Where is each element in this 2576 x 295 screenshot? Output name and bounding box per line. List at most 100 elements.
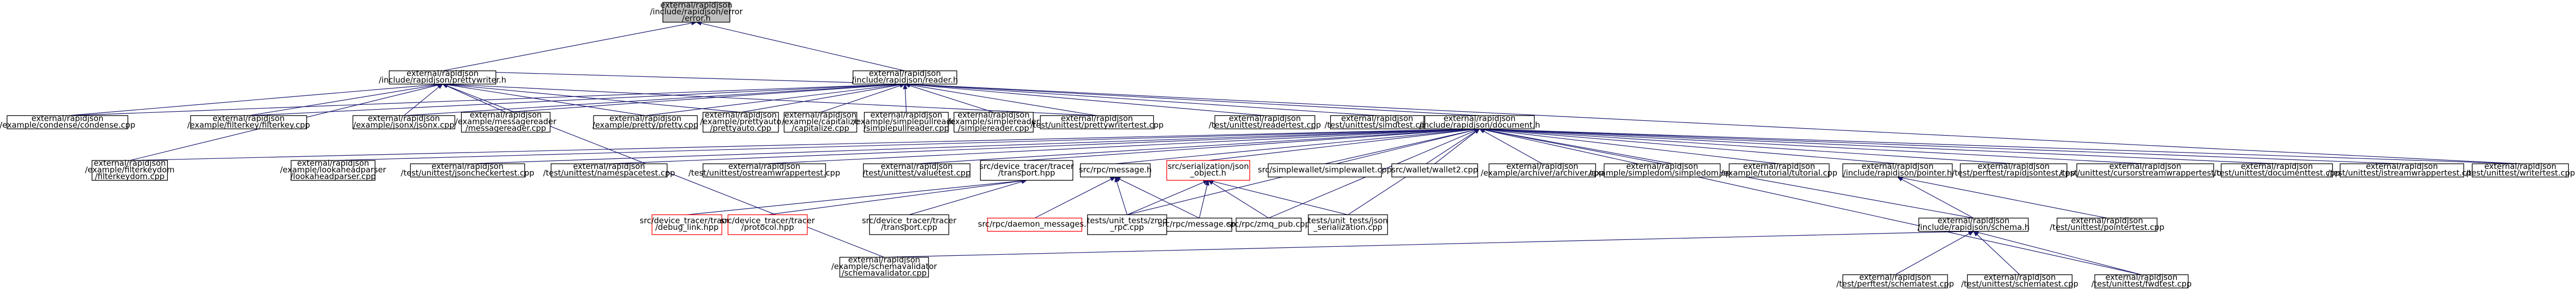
node-label-line: /messagereader.cpp <box>465 123 546 133</box>
node-label-line: external/rapidjson <box>2241 162 2313 171</box>
node-label-line: src/device_tracer/tracer <box>862 216 957 226</box>
node-box <box>864 112 949 133</box>
node-unit_schematest[interactable]: external/rapidjson/test/unittest/schemat… <box>1961 273 2078 289</box>
node-schema_h[interactable]: external/rapidjson/include/rapidjson/sch… <box>1917 216 2030 233</box>
node-debug_link[interactable]: src/device_tracer/tracer/debug_link.hpp <box>640 214 734 235</box>
node-box <box>1918 218 2029 232</box>
node-simplereader[interactable]: external/rapidjson/example/simplereader/… <box>948 110 1040 133</box>
node-prettyauto[interactable]: external/rapidjson/example/prettyauto/pr… <box>700 110 782 133</box>
node-reader[interactable]: external/rapidjson/include/rapidjson/rea… <box>852 69 958 85</box>
node-label-line: /test/unittest/prettywritertest.cpp <box>1030 120 1164 130</box>
edge-archiver-to-document <box>1479 128 1543 164</box>
node-label-line: /example/filterkey/filterkey.cpp <box>187 120 310 130</box>
node-fwdtest[interactable]: external/rapidjson/test/unittest/fwdtest… <box>2092 273 2192 289</box>
node-box <box>1080 163 1151 177</box>
node-simpledom[interactable]: external/rapidjson/example/simpledom/sim… <box>1588 162 1735 178</box>
node-pretty[interactable]: external/rapidjson/example/pretty/pretty… <box>593 113 698 130</box>
node-label-line: /test/perftest/schematest.cpp <box>1836 279 1954 289</box>
node-label-line: external/rapidjson <box>848 255 920 265</box>
node-daemon_messages[interactable]: src/rpc/daemon_messages.h <box>978 218 1091 232</box>
node-pointertest[interactable]: external/rapidjson/test/unittest/pointer… <box>2050 216 2164 233</box>
node-box <box>352 115 455 129</box>
node-box <box>784 112 857 133</box>
edge-pointertest-to-pointer_h <box>1897 175 2107 219</box>
node-rpc_message_cpp[interactable]: src/rpc/message.cpp <box>1158 218 1241 232</box>
node-label-line: external/rapidjson <box>573 162 645 171</box>
node-lookaheadparser[interactable]: external/rapidjson/example/lookaheadpars… <box>280 158 387 181</box>
node-prettywritertest[interactable]: external/rapidjson/test/unittest/prettyw… <box>1030 113 1164 130</box>
node-unit_zmq[interactable]: tests/unit_tests/zmq_rpc.cpp <box>1087 214 1168 235</box>
node-jsoncheckertest[interactable]: external/rapidjson/test/unittest/jsonche… <box>401 162 534 178</box>
node-rpc_message_h[interactable]: src/rpc/message.h <box>1079 163 1152 177</box>
node-wallet2[interactable]: src/wallet/wallet2.cpp <box>1391 163 1478 177</box>
node-simdtest[interactable]: external/rapidjson/test/unittest/simdtes… <box>1324 113 1430 130</box>
edge-daemon_messages-to-rpc_message_h <box>1034 176 1116 219</box>
node-jsonx[interactable]: external/rapidjson/example/jsonx/jsonx.c… <box>352 113 455 130</box>
node-simplepullreader[interactable]: external/rapidjson/example/simplepullrea… <box>853 110 960 133</box>
node-readertest[interactable]: external/rapidjson/test/unittest/readert… <box>1209 113 1321 130</box>
node-box <box>92 160 168 181</box>
node-zmq_pub[interactable]: src/rpc/zmq_pub.cpp <box>1227 218 1310 232</box>
node-simplewallet[interactable]: src/simplewallet/simplewallet.cpp <box>1258 163 1392 177</box>
node-namespacetest[interactable]: external/rapidjson/test/unittest/namespa… <box>543 162 675 178</box>
node-box <box>954 112 1034 133</box>
node-box <box>662 2 731 23</box>
node-filterkeydom[interactable]: external/rapidjson/example/filterkeydom/… <box>85 158 174 181</box>
node-writertest[interactable]: external/rapidjson/test/unittest/writert… <box>2466 162 2575 178</box>
node-condense[interactable]: external/rapidjson/example/condense/cond… <box>0 113 136 130</box>
node-label-line: src/serialization/json <box>1168 162 1249 171</box>
node-label-line: src/rpc/zmq_pub.cpp <box>1227 219 1310 229</box>
node-label-line: /include/rapidjson/document.h <box>1419 120 1540 130</box>
node-label-line: /include/rapidjson/error <box>650 7 743 16</box>
node-pointer_h[interactable]: external/rapidjson/include/rapidjson/poi… <box>1842 162 1953 178</box>
edge-perf_schematest-to-schema_h <box>1895 231 1974 275</box>
node-box <box>852 70 957 85</box>
node-perftest_rapidjson[interactable]: external/rapidjson/test/perftest/rapidjs… <box>1952 162 2075 178</box>
node-label-line: tests/unit_tests/zmq <box>1087 216 1168 226</box>
node-label-line: external/rapidjson <box>1506 162 1578 171</box>
node-label-line: external/rapidjson <box>1978 162 2050 171</box>
node-box <box>461 112 551 133</box>
node-protocol_hpp[interactable]: src/device_tracer/tracer/protocol.hpp <box>720 214 815 235</box>
node-perf_schematest[interactable]: external/rapidjson/test/perftest/schemat… <box>1836 273 1954 289</box>
node-valuetest[interactable]: external/rapidjson/test/unittest/valuete… <box>863 162 971 178</box>
node-istreamwrapper[interactable]: external/rapidjson/test/unittest/istream… <box>2327 162 2476 178</box>
node-ostreamwrappertest[interactable]: external/rapidjson/test/unittest/ostream… <box>688 162 840 178</box>
node-capitalize[interactable]: external/rapidjson/example/capitalize/ca… <box>782 110 859 133</box>
node-label-line: /test/unittest/namespacetest.cpp <box>543 168 675 178</box>
node-label-line: /test/unittest/simdtest.cpp <box>1324 120 1430 130</box>
node-cursorstream[interactable]: external/rapidjson/test/unittest/cursors… <box>2059 162 2231 178</box>
node-label-line: external/rapidjson <box>2105 273 2177 282</box>
node-box <box>1842 163 1953 177</box>
node-label-line: /example/simplepullreader <box>853 117 960 127</box>
node-unit_json[interactable]: tests/unit_tests/json_serialization.cpp <box>1308 214 1388 235</box>
node-schemavalidator[interactable]: external/rapidjson/example/schemavalidat… <box>831 255 937 278</box>
node-label-line: /test/unittest/valuetest.cpp <box>863 168 971 178</box>
node-documenttest[interactable]: external/rapidjson/test/unittest/documen… <box>2214 162 2340 178</box>
node-box <box>2221 163 2333 177</box>
node-label-line: /transport.hpp <box>998 168 1055 178</box>
node-label-line: src/rpc/message.cpp <box>1158 219 1240 229</box>
node-prettywriter[interactable]: external/rapidjson/include/rapidjson/pre… <box>379 69 506 85</box>
edge-condense-to-prettywriter <box>67 82 444 116</box>
node-tutorial[interactable]: external/rapidjson/example/tutorial/tuto… <box>1721 162 1837 178</box>
node-box <box>869 214 949 235</box>
node-error[interactable]: external/rapidjson/include/rapidjson/err… <box>650 0 743 23</box>
dependency-edges <box>67 21 2520 275</box>
node-label-line: src/rpc/message.h <box>1079 165 1152 174</box>
node-label-line: /test/unittest/jsoncheckertest.cpp <box>401 168 534 178</box>
node-box <box>1967 274 2073 289</box>
node-messagereader[interactable]: external/rapidjson/example/messagereader… <box>455 110 557 133</box>
node-json_object[interactable]: src/serialization/json_object.h <box>1166 160 1250 181</box>
node-label-line: external/rapidjson <box>957 110 1029 120</box>
node-box <box>1488 163 1596 177</box>
node-transport_hpp[interactable]: src/device_tracer/tracer/transport.hpp <box>980 160 1074 181</box>
node-filterkey[interactable]: external/rapidjson/example/filterkey/fil… <box>187 113 310 130</box>
edge-unit_schematest-to-schema_h <box>1973 230 2020 275</box>
node-archiver[interactable]: external/rapidjson/example/archiver/arch… <box>1480 162 1604 178</box>
node-box <box>1842 274 1948 289</box>
edge-schema_h-to-pointer_h <box>1897 176 1974 219</box>
node-document[interactable]: external/rapidjson/include/rapidjson/doc… <box>1419 113 1540 130</box>
node-transport_cpp[interactable]: src/device_tracer/tracer/transport.cpp <box>862 214 957 235</box>
node-label-line: external/rapidjson <box>2484 162 2556 171</box>
